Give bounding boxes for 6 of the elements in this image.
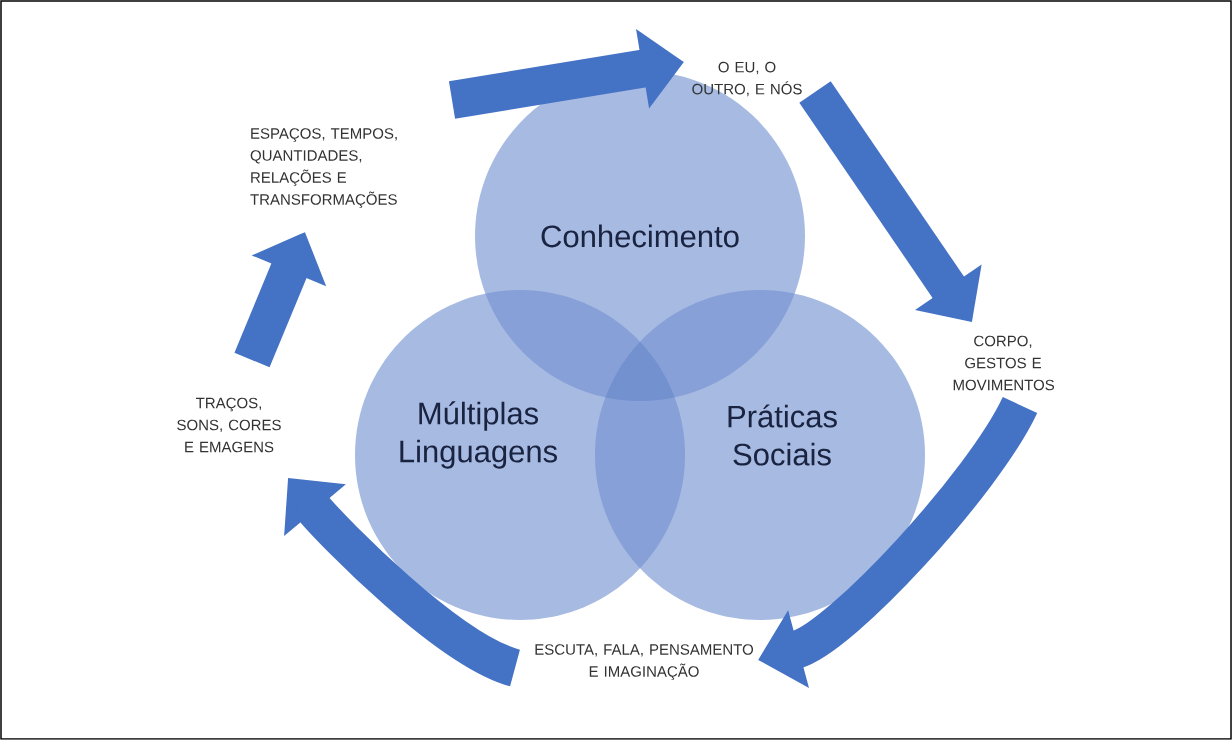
category-label: ESPAÇOS, TEMPOS, QUANTIDADES, RELAÇÕES E TRANSFORMAÇÕES <box>250 128 397 208</box>
category-label: ESCUTA, FALA, PENSAMENTO E IMAGINAÇÃO <box>535 644 754 680</box>
category-label: TRAÇOS, SONS, CORES E EMAGENS <box>177 397 281 453</box>
category-label: CORPO, GESTOS E MOVIMENTOS <box>953 335 1055 391</box>
block-arrow <box>284 478 522 686</box>
node-label: Práticas Sociais <box>728 404 837 466</box>
